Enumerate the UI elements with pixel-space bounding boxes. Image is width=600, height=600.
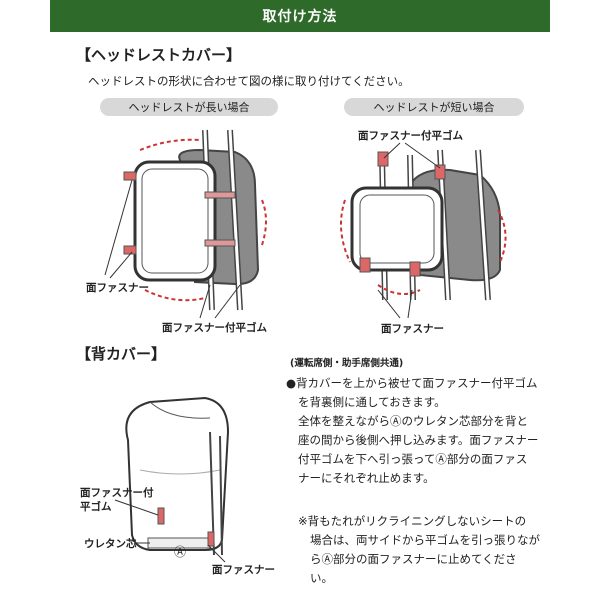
page-title-banner: 取付け方法	[50, 0, 550, 32]
callout-urethane: ウレタン芯	[84, 538, 137, 550]
callout-elastic-long: 面ファスナー付平ゴム	[162, 322, 267, 334]
seat-back-diagram	[114, 396, 230, 563]
instruction-line: 座の間から後側へ押し込みます。面ファスナー	[298, 433, 539, 447]
back-heading: 【背カバー】	[76, 345, 167, 363]
instruction-steps: ●背カバーを上から被せて面ファスナー付平ゴム を背裏側に通しておきます。 全体を…	[286, 374, 538, 488]
instruction-line: 全体を整えながらⒶのウレタン芯部分を背と	[298, 414, 528, 428]
instruction-line: を背裏側に通しておきます。	[298, 395, 446, 409]
note-line: らⒶ部分の面ファスナーに止めてくださ	[310, 552, 517, 566]
note-line: 場合は、両サイドから平ゴムを引っ張りなが	[310, 533, 540, 547]
note-line: ※背もたれがリクライニングしないシートの	[298, 514, 527, 528]
note-block: ※背もたれがリクライニングしないシートの 場合は、両サイドから平ゴムを引っ張りな…	[298, 512, 540, 588]
headrest-intro: ヘッドレストの形状に合わせて図の様に取り付けてください。	[88, 74, 410, 88]
short-headrest-diagram	[340, 142, 507, 319]
callout-velcro-back: 面ファスナー	[212, 564, 275, 576]
callout-velcro-long: 面ファスナー	[86, 282, 149, 294]
instruction-line: 付平ゴムを下へ引っ張ってⒶ部分の面ファス	[298, 452, 528, 466]
callout-velcro-short: 面ファスナー	[381, 323, 444, 335]
long-headrest-diagram	[104, 129, 267, 319]
instruction-line: ●背カバーを上から被せて面ファスナー付平ゴム	[286, 376, 538, 390]
callout-elastic-back: 面ファスナー付 平ゴム	[80, 487, 154, 513]
callout-a-mark: Ⓐ	[174, 545, 187, 559]
headrest-heading: 【ヘッドレストカバー】	[76, 46, 242, 64]
callout-elastic-short: 面ファスナー付平ゴム	[358, 130, 463, 142]
long-case-label: ヘッドレストが長い場合	[100, 98, 278, 116]
instruction-line: ナーにそれぞれ止めます。	[298, 471, 435, 485]
short-case-label: ヘッドレストが短い場合	[344, 98, 524, 116]
back-subheading: (運転席側・助手席側共通)	[290, 358, 404, 369]
note-line: い。	[310, 571, 333, 585]
